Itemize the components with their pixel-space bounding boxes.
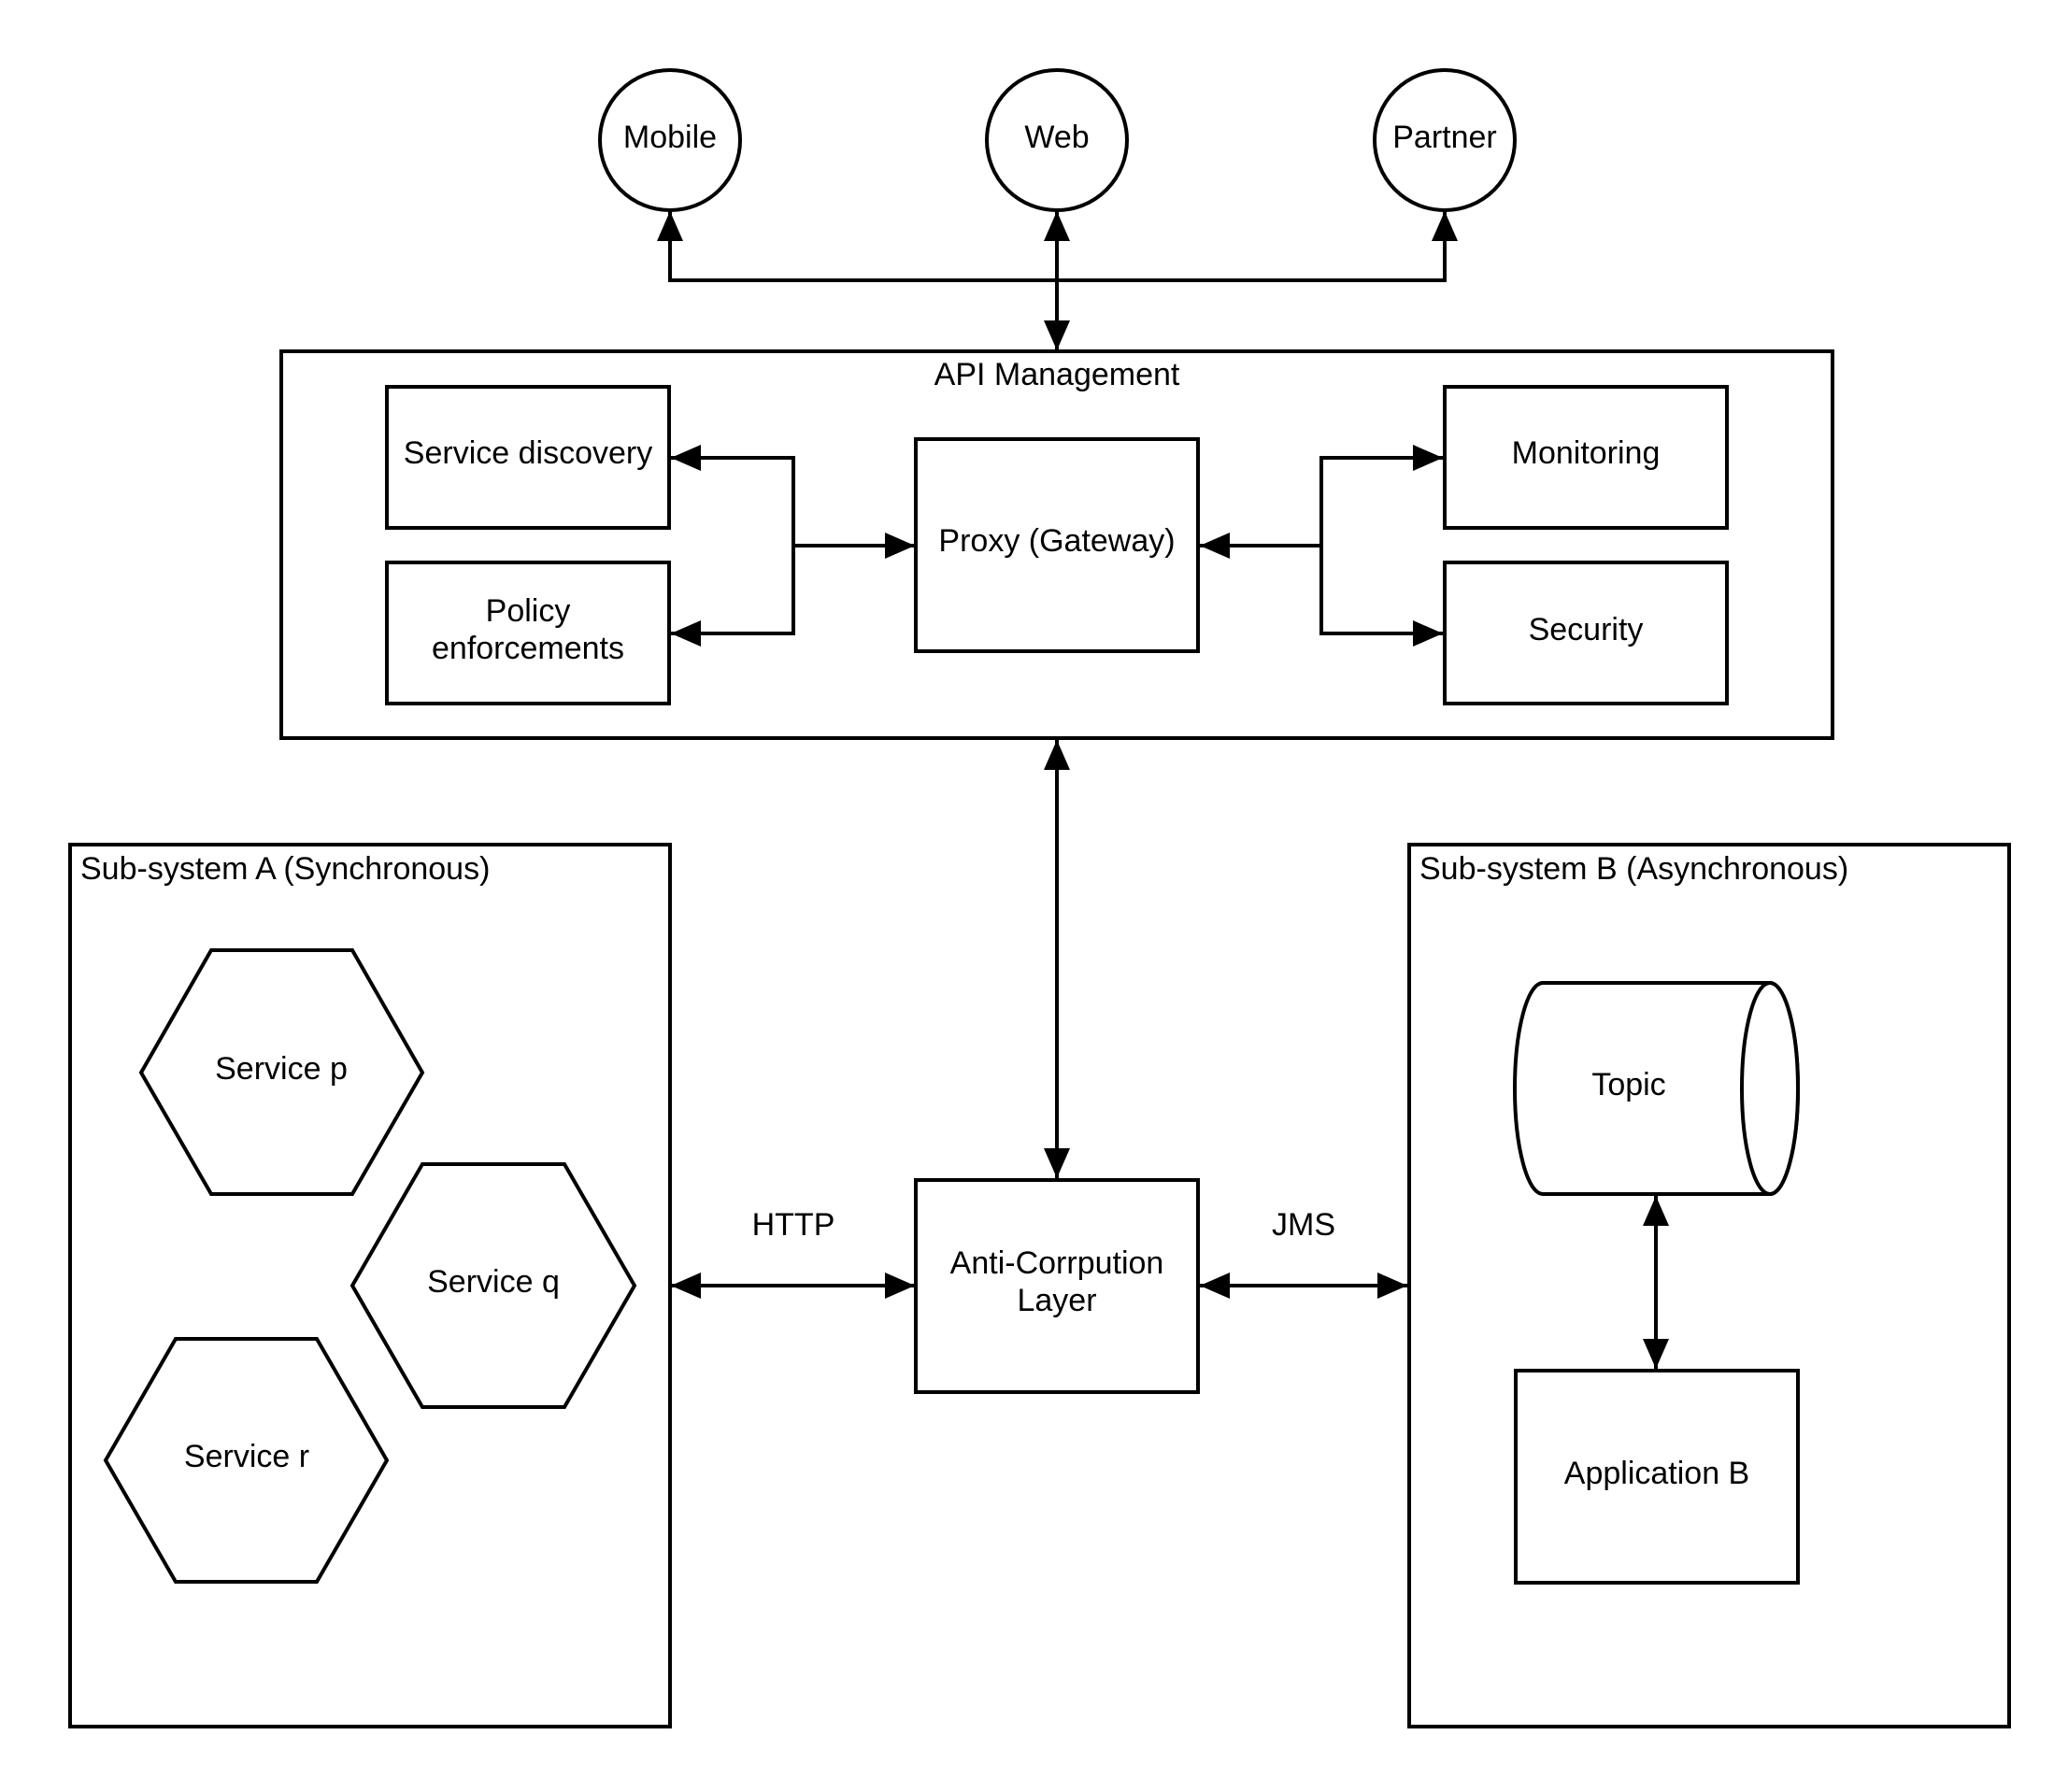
acl-label-line1: Anti-Corrpution [950,1245,1164,1281]
service-discovery-box [385,385,671,530]
policy-label-line2: enforcements [432,631,624,666]
topic-node: Topic [1513,981,1800,1196]
partner-circle [1373,68,1517,212]
security-label: Security [1529,612,1644,647]
application-b-label: Application B [1564,1456,1749,1491]
subsystem-b-title: Sub-system B (Asynchronous) [1419,851,1848,887]
client-mobile: Mobile [598,68,742,212]
http-label: HTTP [752,1207,835,1243]
service-discovery-label: Service discovery [404,435,652,471]
application-b-node: Application B [1514,1369,1800,1585]
service-q-label: Service q [427,1264,560,1300]
client-web: Web [985,68,1129,212]
topic-cylinder-end [1740,981,1800,1196]
subsystem-b-box [1407,843,2011,1728]
monitoring-node: Monitoring [1443,385,1729,530]
jms-label: JMS [1272,1207,1335,1243]
proxy-gateway-label: Proxy (Gateway) [938,523,1175,559]
topic-label: Topic [1591,1067,1665,1102]
service-p-node: Service p [138,948,425,1196]
anti-corruption-layer-node: Anti-Corrpution Layer [914,1178,1200,1394]
right-services-bracket [1319,445,1443,647]
web-label: Web [1024,120,1089,155]
service-q-node: Service q [349,1162,637,1409]
partner-label: Partner [1392,120,1497,155]
subsystem-b-container: Sub-system B (Asynchronous) [1407,843,2011,1728]
service-r-node: Service r [103,1337,390,1584]
monitoring-box [1443,385,1729,530]
policy-enforcements-node: Policy enforcements [385,561,671,705]
service-r-hexagon [103,1337,390,1584]
client-partner: Partner [1373,68,1517,212]
web-circle [985,68,1129,212]
api-management-title: API Management [934,357,1180,392]
proxy-gateway-node: Proxy (Gateway) [914,437,1200,653]
anti-corruption-layer-box [914,1178,1200,1394]
service-q-hexagon [349,1162,637,1409]
proxy-gateway-box [914,437,1200,653]
mobile-circle [598,68,742,212]
monitoring-label: Monitoring [1512,435,1661,471]
subsystem-a-title: Sub-system A (Synchronous) [80,851,490,887]
security-box [1443,561,1729,705]
service-p-hexagon [138,948,425,1196]
service-r-label: Service r [184,1439,309,1474]
application-b-box [1514,1369,1800,1585]
service-p-label: Service p [215,1051,348,1087]
service-discovery-node: Service discovery [385,385,671,530]
policy-label-line1: Policy [486,593,571,629]
security-node: Security [1443,561,1729,705]
policy-enforcements-box [385,561,671,705]
mobile-label: Mobile [623,120,717,155]
acl-label-line2: Layer [1017,1283,1096,1318]
